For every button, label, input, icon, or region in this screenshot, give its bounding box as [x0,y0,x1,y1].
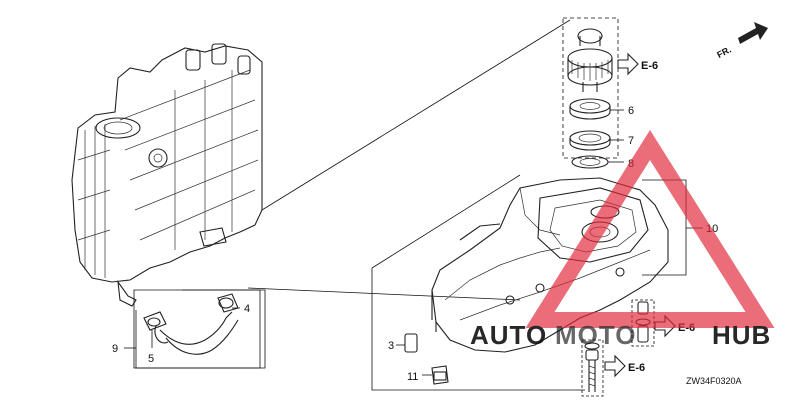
front-direction-label: FR. [715,44,732,60]
bolt [581,339,604,397]
callout-9: 9 [112,343,118,355]
leader-line [247,287,521,301]
ref-arrow-icon [617,52,639,76]
callout-3: 3 [388,340,394,352]
drive-gear [562,17,619,159]
diagram-code: ZW34F0320A [686,376,742,386]
callout-11: 11 [407,371,418,383]
assembly-outline [371,268,585,391]
ref-arrow-icon [604,354,626,378]
callout-4: 4 [244,303,250,315]
callout-6: 6 [628,105,634,117]
oil-seal-7 [569,130,611,151]
grommet-11 [422,365,449,385]
callout-5: 5 [148,353,154,365]
watermark-auto: AUTO [470,320,547,350]
arrow-icon [738,22,768,44]
oil-seal-8 [571,155,609,169]
watermark-hub: HUB [712,320,771,350]
callout-7: 7 [628,135,634,147]
assembly-outline [371,174,521,269]
leader-line [261,19,571,211]
watermark-triangle-icon [525,129,775,328]
ref-label-upper: E-6 [641,60,658,72]
ref-label-lower: E-6 [628,362,645,374]
plug-3 [396,333,418,353]
front-direction-arrow: FR. [715,22,768,60]
watermark-moto: MOTO [555,320,637,350]
engine-block [71,43,263,307]
watermark-logo: AUTO MOTO HUB [470,129,775,350]
bearing [569,98,611,120]
